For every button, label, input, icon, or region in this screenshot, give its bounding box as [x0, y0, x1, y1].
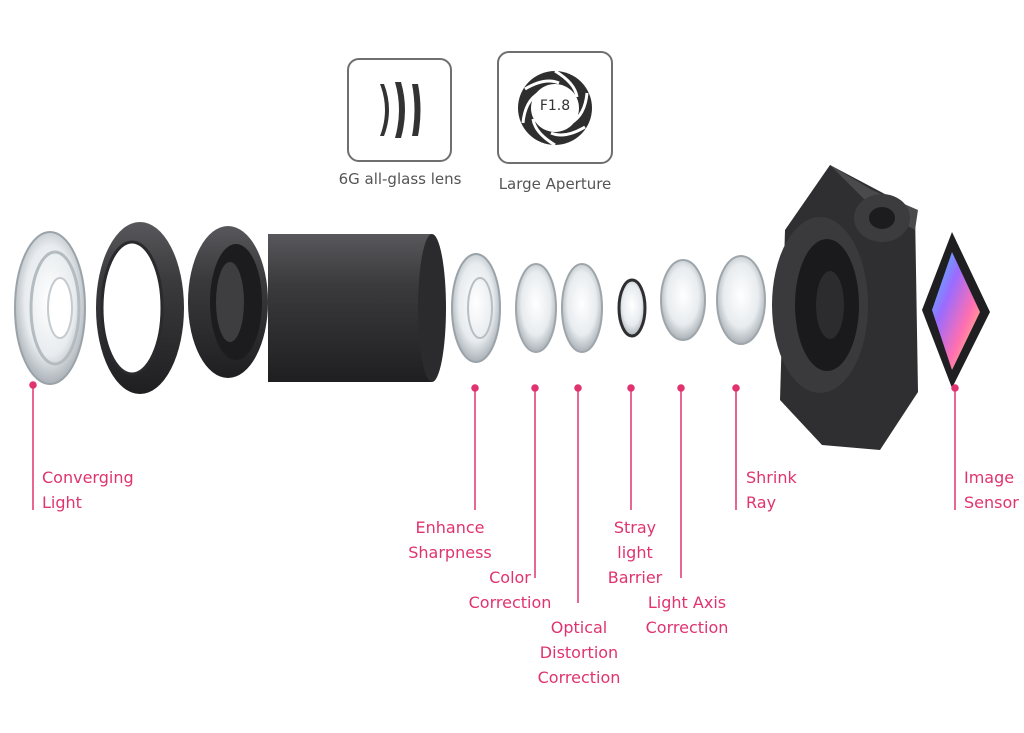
callout-stray-light-barrier: Stray light Barrier: [607, 518, 663, 587]
callout-color-correction: Color Correction: [468, 568, 552, 612]
glass-lens-badge: [347, 58, 452, 162]
retaining-ring: [96, 222, 184, 394]
glass-element-light-axis-correction: [660, 259, 706, 341]
glass-lens-label: 6G all-glass lens: [338, 170, 462, 188]
aperture-value: F1.8: [539, 98, 571, 114]
stray-light-barrier-element: [617, 278, 647, 338]
image-sensor-chip: [922, 232, 990, 388]
front-glass-element: [14, 231, 86, 385]
callout-enhance-sharpness: Enhance Sharpness: [408, 518, 492, 562]
glass-element-enhance-sharpness: [451, 253, 501, 363]
glass-element-color-correction: [515, 263, 557, 353]
glass-element-shrink-ray: [716, 255, 766, 345]
callout-optical-distortion-correction: Optical Distortion Correction: [537, 618, 621, 687]
glass-element-optical-distortion-correction: [561, 263, 603, 353]
callout-light-axis-correction: Light Axis Correction: [645, 593, 729, 637]
callout-converging-light: Converging Light: [42, 468, 134, 512]
lens-barrel: [188, 226, 446, 382]
callout-image-sensor: Image Sensor: [964, 468, 1019, 512]
aperture-badge: F1.8: [497, 51, 613, 164]
callout-shrink-ray: Shrink Ray: [746, 468, 797, 512]
lens-mount-holder: [772, 165, 918, 450]
aperture-label: Large Aperture: [498, 175, 612, 193]
glass-lens-elements-icon: [380, 82, 421, 138]
aperture-icon: [518, 69, 592, 147]
